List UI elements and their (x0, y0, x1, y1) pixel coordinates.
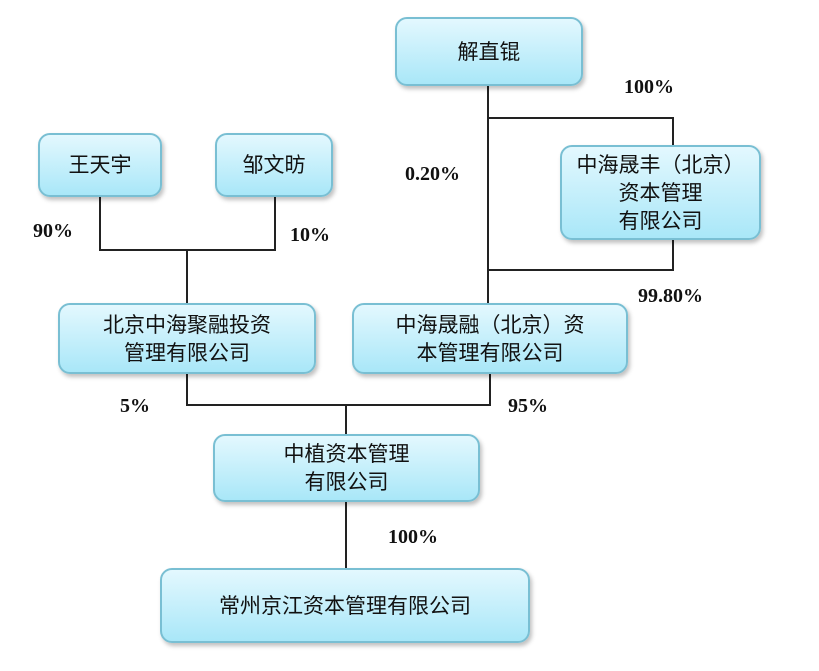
entity-xie-zhikun: 解直锟 (395, 17, 583, 86)
pct-zz-cz: 100% (388, 526, 438, 548)
entity-beijing-zhonghai-jurong: 北京中海聚融投资 管理有限公司 (58, 303, 316, 374)
pct-wang-bjzh: 90% (33, 220, 73, 242)
pct-zhsf-zhsr: 99.80% (638, 285, 703, 307)
pct-xie-zhsf: 100% (624, 76, 674, 98)
entity-zhongzhi-capital: 中植资本管理 有限公司 (213, 434, 480, 502)
line-xie-zhsf (488, 117, 674, 145)
line-zhsf-zhsr (488, 240, 674, 271)
pct-bjzh-zz: 5% (120, 395, 150, 417)
entity-zou-wenfang: 邹文昉 (215, 133, 333, 197)
entity-wang-tianyu: 王天宇 (38, 133, 162, 197)
line-to-zz (186, 374, 491, 434)
pct-xie-zhsr: 0.20% (405, 163, 460, 185)
pct-zou-bjzh: 10% (290, 224, 330, 246)
entity-zhonghai-shengfeng: 中海晟丰（北京） 资本管理 有限公司 (560, 145, 761, 240)
pct-zhsr-zz: 95% (508, 395, 548, 417)
entity-changzhou-jingjiang: 常州京江资本管理有限公司 (160, 568, 530, 643)
line-wang-zou (99, 197, 276, 251)
entity-zhonghai-shengrong: 中海晟融（北京）资 本管理有限公司 (352, 303, 628, 374)
